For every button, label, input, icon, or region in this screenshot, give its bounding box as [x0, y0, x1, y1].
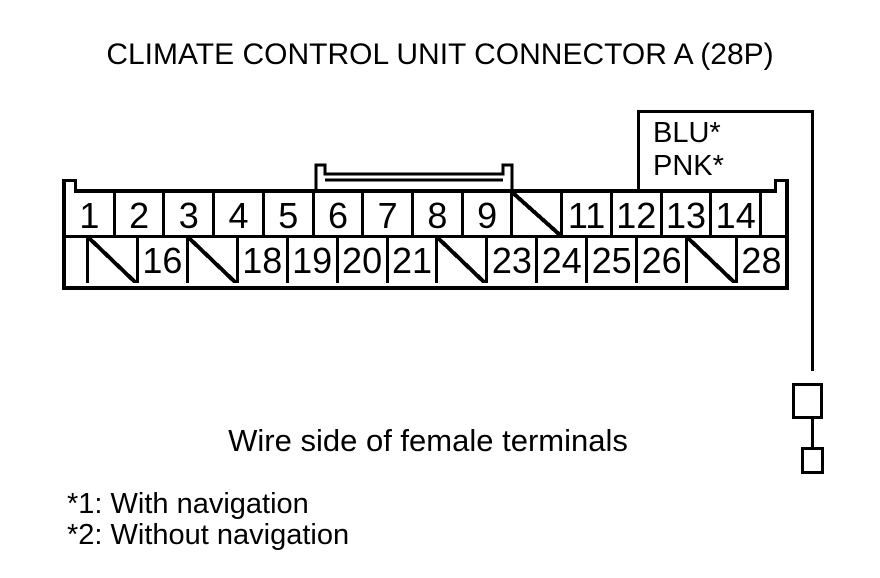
- pin-cell-23: 23: [488, 238, 539, 283]
- pin-cell-20: 20: [339, 238, 389, 283]
- pin-cell-16: 16: [139, 238, 189, 283]
- pin-cell-24: 24: [538, 238, 589, 283]
- pin-cell-no-terminal: [688, 238, 738, 283]
- pin-cell-4: 4: [215, 193, 265, 235]
- terminal-symbol-small: [801, 447, 824, 474]
- wire-color-line-1: BLU*: [653, 117, 721, 149]
- pin-cell-26: 26: [638, 238, 689, 283]
- pin-cell-21: 21: [389, 238, 439, 283]
- housing-step-left: [62, 179, 77, 193]
- latch-tab-outline: [314, 163, 514, 192]
- footnote-without-navigation: *2: Without navigation: [67, 519, 350, 551]
- wire-color-label: BLU* PNK*: [653, 117, 724, 183]
- pin-cell-19: 19: [289, 238, 339, 283]
- pin-cell-no-terminal: [188, 238, 239, 283]
- housing-step-right: [774, 179, 789, 193]
- diagram-title: CLIMATE CONTROL UNIT CONNECTOR A (28P): [106, 38, 774, 71]
- pin-cell-11: 11: [563, 193, 613, 235]
- pin-cell-8: 8: [414, 193, 464, 235]
- pin-cell-no-terminal: [438, 238, 489, 283]
- pin-cell-13: 13: [663, 193, 713, 235]
- pin-cell-blank: [762, 193, 785, 235]
- pin-cell-7: 7: [364, 193, 415, 235]
- pin-cell-25: 25: [588, 238, 639, 283]
- pin-cell-28: 28: [741, 240, 782, 281]
- terminal-symbol-large: [792, 383, 823, 419]
- pin-cell-2: 2: [116, 193, 166, 235]
- footnote-with-navigation: *1: With navigation: [67, 488, 309, 520]
- pin-cell-no-terminal: [513, 193, 564, 235]
- pin-cell-1: 1: [66, 193, 116, 235]
- pin-cell-5: 5: [265, 193, 315, 235]
- wire-side-caption: Wire side of female terminals: [228, 423, 628, 458]
- pin-cell-blank: [66, 238, 89, 283]
- pin-cell-9: 9: [464, 193, 514, 235]
- pin-cell-14: 14: [712, 193, 763, 235]
- wire-color-line-2: PNK*: [653, 150, 724, 182]
- pin-cell-18: 18: [239, 238, 289, 283]
- pin-cell-no-terminal: [89, 238, 139, 283]
- pin-cell-3: 3: [165, 193, 216, 235]
- pin-cell-6: 6: [315, 193, 365, 235]
- footnotes: *1: With navigation *2: Without navigati…: [67, 489, 349, 551]
- pin-cell-12: 12: [613, 193, 663, 235]
